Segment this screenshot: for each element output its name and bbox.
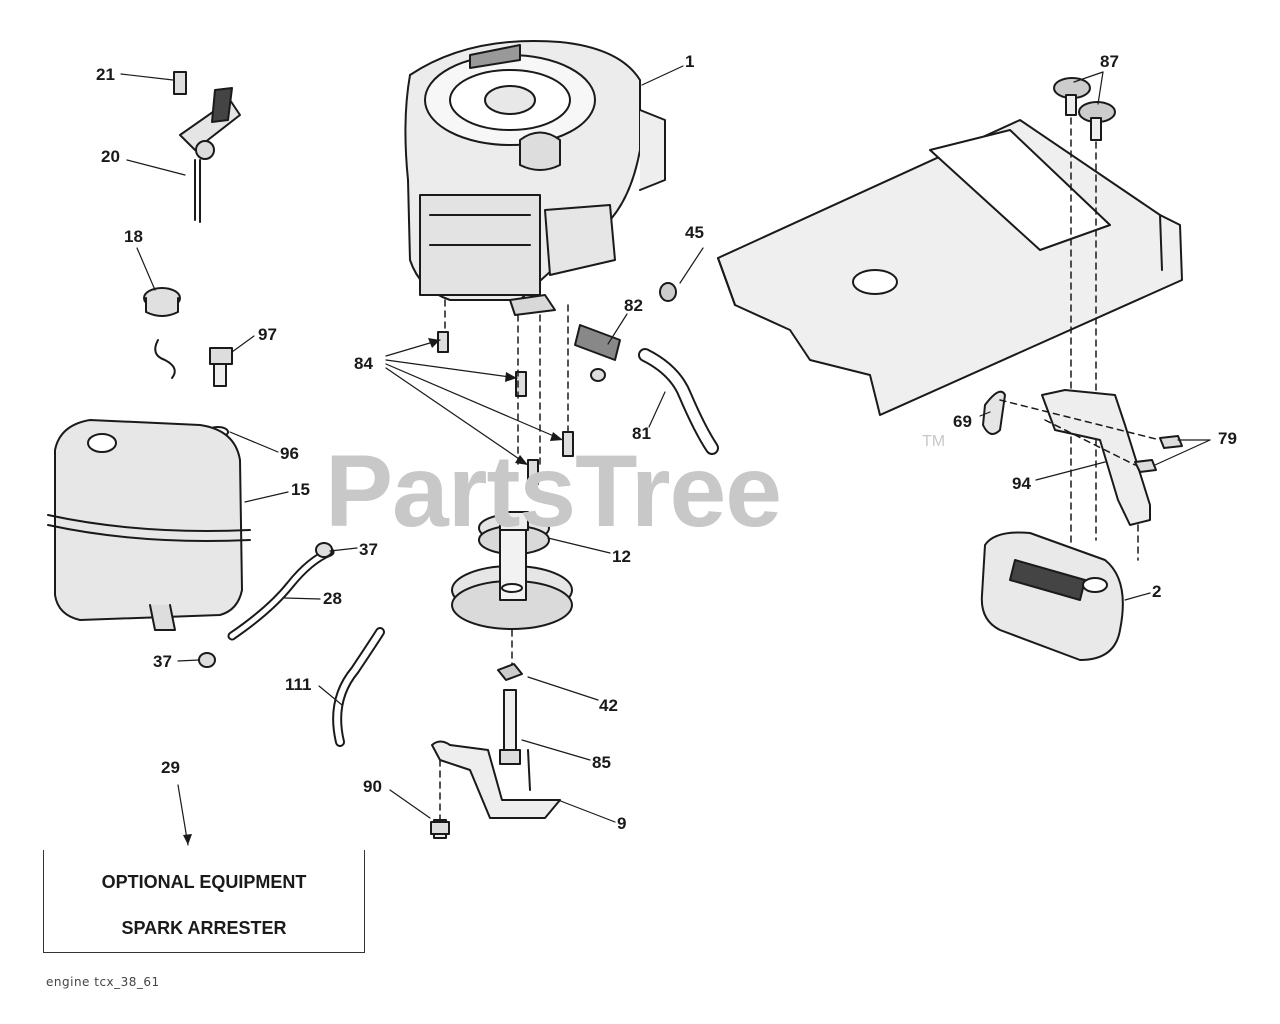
part-label-82[interactable]: 82 (624, 296, 643, 315)
optional-equipment-title: OPTIONAL EQUIPMENT (101, 872, 307, 892)
leader-arrowheads (183, 338, 563, 845)
part-label-1[interactable]: 1 (685, 52, 695, 71)
bolt-and-washer-drawing (207, 347, 233, 438)
frame-plate-drawing (717, 119, 1183, 416)
part-label-96[interactable]: 96 (280, 444, 299, 463)
part-label-28[interactable]: 28 (323, 589, 342, 608)
part-label-45[interactable]: 45 (685, 223, 704, 242)
part-label-42[interactable]: 42 (599, 696, 618, 715)
part-label-69[interactable]: 69 (953, 412, 972, 431)
fuel-cap-drawing (143, 287, 181, 379)
pulleys-drawing (451, 511, 573, 666)
part-label-9[interactable]: 9 (617, 814, 627, 833)
optional-equipment-item: SPARK ARRESTER (121, 918, 287, 938)
part-label-12[interactable]: 12 (612, 547, 631, 566)
part-label-29[interactable]: 29 (161, 758, 180, 777)
part-label-18[interactable]: 18 (124, 227, 143, 246)
part-label-90[interactable]: 90 (363, 777, 382, 796)
engine-bolts-drawing (437, 299, 574, 485)
part-label-15[interactable]: 15 (291, 480, 310, 499)
part-label-2[interactable]: 2 (1152, 582, 1162, 601)
throttle-control-drawing (173, 71, 241, 223)
exhaust-pipe-drawing (982, 389, 1183, 526)
part-label-21[interactable]: 21 (96, 65, 115, 84)
part-label-84[interactable]: 84 (354, 354, 373, 373)
part-label-97[interactable]: 97 (258, 325, 277, 344)
muffler-drawing (980, 524, 1139, 661)
fuel-lines-drawing (227, 348, 719, 747)
fuel-tank-drawing (47, 419, 251, 631)
watermark-trademark: TM (922, 433, 946, 450)
part-label-37-upper[interactable]: 37 (359, 540, 378, 559)
part-label-37-lower[interactable]: 37 (153, 652, 172, 671)
diagram-code: engine tcx_38_61 (46, 975, 160, 989)
part-label-85[interactable]: 85 (592, 753, 611, 772)
optional-equipment-box: OPTIONAL EQUIPMENT SPARK ARRESTER (43, 850, 365, 953)
part-label-94[interactable]: 94 (1012, 474, 1031, 493)
mount-hardware-drawing (430, 663, 561, 839)
leader-lines (120, 65, 1211, 846)
fuel-filter-drawing (574, 282, 677, 382)
part-label-111[interactable]: 111 (285, 675, 312, 694)
part-label-81[interactable]: 81 (632, 424, 651, 443)
part-label-87[interactable]: 87 (1100, 52, 1119, 71)
part-label-79[interactable]: 79 (1218, 429, 1237, 448)
watermark-text: PartsTree (325, 434, 782, 548)
engine-drawing (404, 39, 666, 316)
knobs-drawing (1053, 77, 1116, 546)
hose-clamps-drawing (198, 542, 333, 668)
part-label-20[interactable]: 20 (101, 147, 120, 166)
